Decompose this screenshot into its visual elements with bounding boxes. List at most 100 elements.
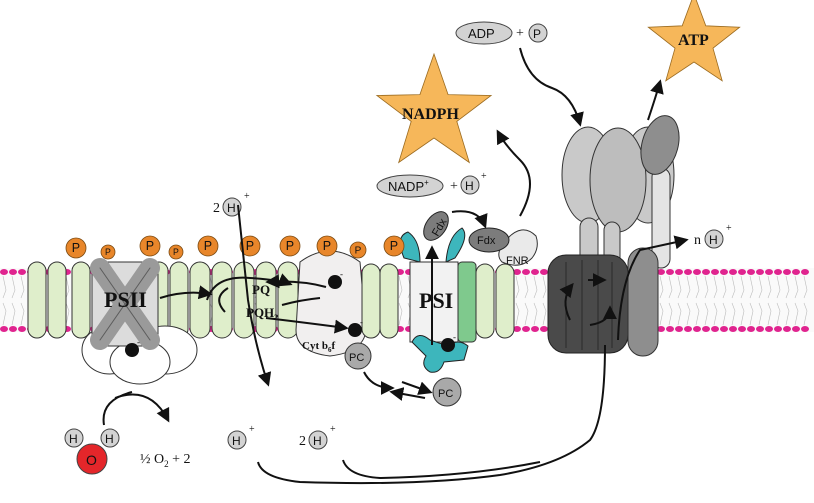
- water-molecule: H H O: [64, 428, 120, 475]
- fdx-fnr-group: Fdx Fdx FNR: [423, 211, 538, 267]
- electron-sup: -: [137, 337, 140, 347]
- lipid-head: [531, 326, 539, 332]
- electron-icon: e-: [328, 269, 343, 289]
- atp-label: ATP: [678, 32, 709, 49]
- phosphate-label: P: [146, 239, 154, 253]
- proton-nh-h: H: [709, 233, 718, 247]
- lipid-head: [765, 269, 773, 275]
- proton-2h-top-sup: +: [244, 191, 250, 202]
- pq-label: PQ: [252, 282, 270, 297]
- proton-h-bottom-sup: +: [249, 424, 255, 435]
- proton-h-bottom: H +: [227, 424, 255, 450]
- proton-2h-top-coef: 2: [213, 201, 220, 216]
- electron-icon: e-: [125, 337, 140, 357]
- nadp-plus: +: [450, 179, 458, 194]
- psii-label: PSII: [104, 287, 147, 312]
- phosphate-group: P: [100, 244, 116, 260]
- electron-sup: -: [453, 332, 456, 342]
- rotation-arrows: [559, 273, 617, 326]
- nadp-h-sup: +: [481, 171, 487, 182]
- lipid-head: [522, 326, 530, 332]
- atp-star: ATP: [647, 0, 741, 82]
- lipid-head: [675, 269, 683, 275]
- lipid-head: [720, 326, 728, 332]
- phosphate-group: P: [139, 235, 161, 257]
- proton-h-bottom-h: H: [232, 434, 241, 448]
- lipid-head: [18, 326, 26, 332]
- pc-1: PC: [344, 342, 372, 370]
- phosphate-label: P: [72, 241, 80, 255]
- psii-complex: PSII: [81, 258, 198, 385]
- phosphate-group: P: [197, 235, 219, 257]
- phosphate-label: P: [173, 247, 179, 257]
- proton-2h-bottom: 2 H +: [299, 424, 336, 450]
- p-label: P: [533, 27, 541, 41]
- lipid-head: [774, 269, 782, 275]
- electron-sup: -: [360, 317, 363, 327]
- lipid-head: [666, 269, 674, 275]
- adp-plus: +: [516, 26, 524, 41]
- lipid-head: [675, 326, 683, 332]
- lipid-head: [522, 269, 530, 275]
- fnr-label: FNR: [506, 255, 529, 267]
- lipid-head: [18, 269, 26, 275]
- lipid-head: [801, 326, 809, 332]
- phosphate-group: P: [349, 241, 367, 259]
- cyt-b6f-label: Cyt b6f: [302, 340, 335, 354]
- lipid-head: [531, 269, 539, 275]
- electron-label: e: [129, 346, 135, 357]
- proton-2h-bottom-h: H: [313, 434, 322, 448]
- phosphate-group: P: [168, 244, 184, 260]
- pc-2-label: PC: [438, 388, 453, 400]
- fdx-label-2: Fdx: [477, 235, 496, 247]
- lipid-head: [783, 326, 791, 332]
- nadp-plus-h: NADP+ + H +: [376, 171, 487, 198]
- electrons: e-e-e-e-: [125, 269, 456, 357]
- lipid-head: [540, 326, 548, 332]
- lipid-head: [756, 269, 764, 275]
- adp-plus-p: ADP + P: [455, 21, 548, 45]
- lipid-head: [540, 269, 548, 275]
- phosphate-label: P: [286, 239, 294, 253]
- lipid-head: [729, 326, 737, 332]
- lipid-head: [657, 269, 665, 275]
- lipid-head: [9, 326, 17, 332]
- lipid-head: [9, 269, 17, 275]
- lipid-head: [702, 326, 710, 332]
- lipid-head: [720, 269, 728, 275]
- proton-2h-bottom-sup: +: [330, 424, 336, 435]
- nadph-label: NADPH: [402, 106, 459, 123]
- pc-1-label: PC: [349, 352, 364, 364]
- pqh2-label: PQH2: [246, 305, 278, 322]
- lipid-head: [747, 269, 755, 275]
- psi-label: PSI: [419, 288, 453, 313]
- proton-nh-coef: n: [694, 233, 701, 248]
- phosphate-label: P: [246, 239, 254, 253]
- lipid-head: [702, 269, 710, 275]
- lipid-head: [783, 269, 791, 275]
- lipid-head: [738, 269, 746, 275]
- lipid-head: [774, 326, 782, 332]
- pq-helices: [189, 261, 299, 339]
- phosphate-group: P: [65, 237, 87, 259]
- lipid-head: [0, 326, 8, 332]
- proton-nh-sup: +: [726, 223, 732, 234]
- lipid-head: [792, 326, 800, 332]
- electron-label: e: [352, 326, 358, 337]
- water-h2: H: [105, 432, 114, 446]
- lipid-head: [513, 269, 521, 275]
- phosphate-label: P: [355, 245, 362, 256]
- oxygen-equation: ½ O2 + 2: [140, 452, 191, 469]
- water-o: O: [86, 452, 97, 468]
- pc-2: PC: [432, 377, 462, 407]
- lipid-head: [756, 326, 764, 332]
- electron-icon: e-: [441, 332, 456, 352]
- nadp-h-label: H: [465, 179, 474, 193]
- lipid-head: [729, 269, 737, 275]
- lipid-head: [801, 269, 809, 275]
- lipid-head: [666, 326, 674, 332]
- proton-2h-top-h: H: [227, 201, 236, 215]
